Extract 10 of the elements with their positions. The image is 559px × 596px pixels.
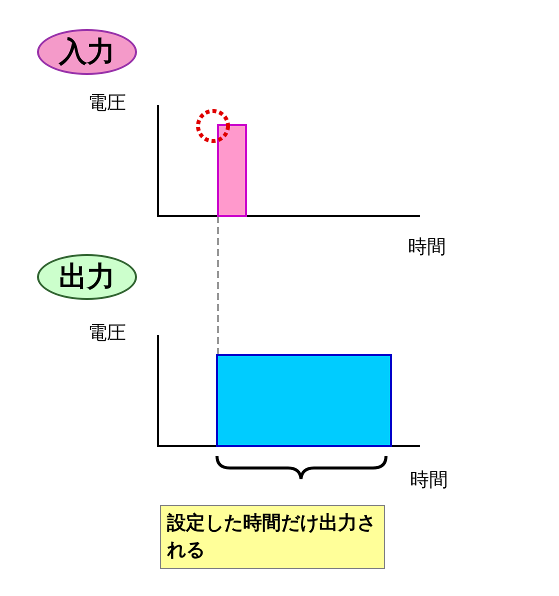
signal-title-ellipse: 入力 bbox=[37, 29, 137, 75]
guide-line bbox=[217, 216, 219, 355]
axis-label: 電圧 bbox=[88, 91, 126, 116]
pulse-bar bbox=[216, 354, 392, 447]
axis-label: 時間 bbox=[408, 235, 446, 260]
pulse-bar bbox=[217, 124, 247, 217]
signal-title-ellipse: 出力 bbox=[37, 254, 137, 300]
note-box: 設定した時間だけ出力される bbox=[160, 505, 385, 569]
axis-label: 時間 bbox=[410, 468, 448, 493]
axis-label: 電圧 bbox=[88, 321, 126, 346]
